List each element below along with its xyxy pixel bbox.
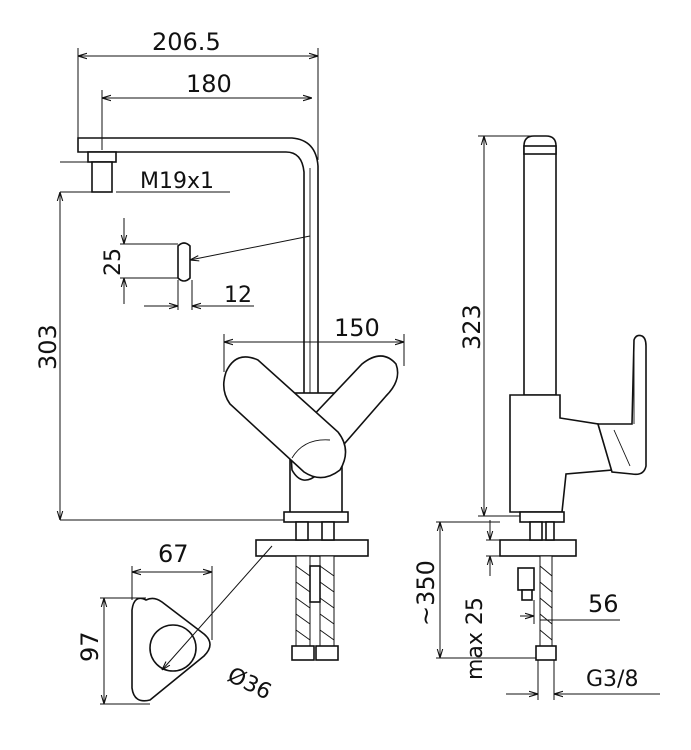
dim-dia-36: Ø36 xyxy=(223,663,275,705)
dim-323: 323 xyxy=(458,304,486,350)
dim-180: 180 xyxy=(186,70,232,98)
dim-67: 67 xyxy=(158,540,189,568)
dim-max-25: max 25 xyxy=(463,597,488,680)
dim-150: 150 xyxy=(334,314,380,342)
mounting-hole xyxy=(149,624,197,672)
aerator xyxy=(87,151,117,163)
dim-approx-350: ~350 xyxy=(412,560,440,626)
dim-206-5: 206.5 xyxy=(152,28,221,56)
dim-303: 303 xyxy=(34,324,62,370)
side-view: 323 ~350 max 25 56 G3/8 xyxy=(412,135,660,700)
dim-25-handle: 25 xyxy=(101,248,126,276)
dim-m19x1: M19x1 xyxy=(140,169,214,194)
front-view: 206.5 180 M19x1 25 12 303 150 xyxy=(34,28,405,661)
dim-56: 56 xyxy=(588,590,619,618)
base-top-view: 67 97 Ø36 xyxy=(76,540,275,705)
handle-left xyxy=(222,356,347,479)
side-spout xyxy=(523,135,557,396)
dim-97: 97 xyxy=(76,631,104,662)
dim-12: 12 xyxy=(224,283,252,308)
side-body xyxy=(509,394,614,513)
dim-g3-8: G3/8 xyxy=(586,667,638,692)
